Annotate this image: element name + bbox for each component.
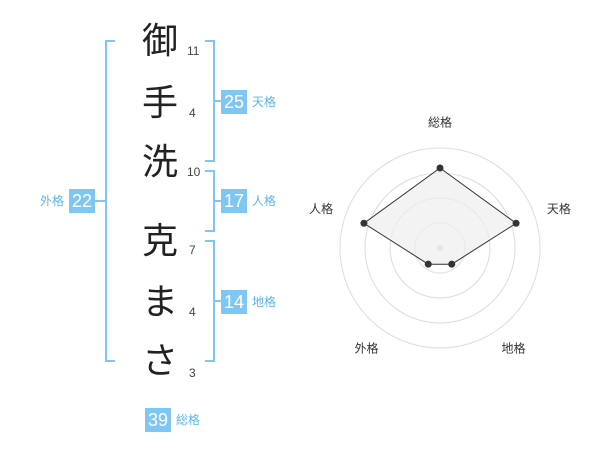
name-char-1: 御 — [141, 21, 178, 62]
stroke-count-2: 4 — [189, 106, 196, 120]
radar-point-5 — [360, 219, 368, 227]
chikaku-value: 14 — [221, 290, 248, 314]
name-char-3: 洗 — [141, 142, 178, 183]
chikaku-score: 14 地格 — [221, 290, 276, 314]
radar-axis-label-2: 天格 — [547, 201, 571, 216]
radar-ring-4 — [339, 147, 541, 349]
stroke-count-5: 4 — [189, 305, 196, 319]
radar-polygon — [363, 167, 517, 265]
radar-axis-label-4: 外格 — [354, 341, 378, 356]
jinkaku-bracket — [205, 170, 215, 232]
gaikaku-score: 外格 22 — [40, 189, 96, 213]
gaikaku-bracket-tick — [95, 200, 105, 202]
name-char-6: さ — [141, 341, 178, 382]
chikaku-bracket — [205, 240, 215, 362]
gaikaku-label: 外格 — [40, 194, 65, 208]
tenkaku-bracket — [205, 40, 215, 162]
radar-point-1 — [436, 164, 444, 172]
soukaku-score: 39 総格 — [145, 408, 200, 432]
gaikaku-value: 22 — [69, 189, 96, 213]
soukaku-label: 総格 — [176, 413, 201, 427]
radar-points — [360, 164, 520, 268]
tenkaku-label: 天格 — [252, 95, 277, 109]
gaikaku-bracket — [105, 40, 115, 362]
stroke-count-4: 7 — [189, 243, 196, 257]
name-char-2: 手 — [141, 83, 178, 124]
chikaku-bracket-tick — [215, 300, 225, 302]
stroke-count-1: 11 — [187, 44, 200, 58]
radar-point-4 — [424, 260, 432, 268]
radar-point-2 — [512, 219, 520, 227]
jinkaku-score: 17 人格 — [221, 189, 276, 213]
radar-axis-label-1: 総格 — [428, 115, 452, 130]
jinkaku-label: 人格 — [252, 194, 277, 208]
radar-point-3 — [448, 260, 456, 268]
tenkaku-value: 25 — [221, 90, 248, 114]
radar-shape — [363, 167, 517, 265]
radar-axis-label-5: 人格 — [309, 201, 333, 216]
name-char-4: 克 — [141, 221, 178, 262]
stroke-count-3: 10 — [187, 165, 201, 179]
chikaku-label: 地格 — [252, 295, 277, 309]
tenkaku-score: 25 天格 — [221, 90, 276, 114]
jinkaku-value: 17 — [221, 189, 248, 213]
name-char-5: ま — [141, 282, 178, 323]
radar-axis-label-3: 地格 — [501, 341, 525, 356]
jinkaku-bracket-tick — [215, 200, 225, 202]
tenkaku-bracket-tick — [215, 100, 225, 102]
stroke-count-6: 3 — [189, 366, 196, 380]
soukaku-value: 39 — [145, 408, 172, 432]
